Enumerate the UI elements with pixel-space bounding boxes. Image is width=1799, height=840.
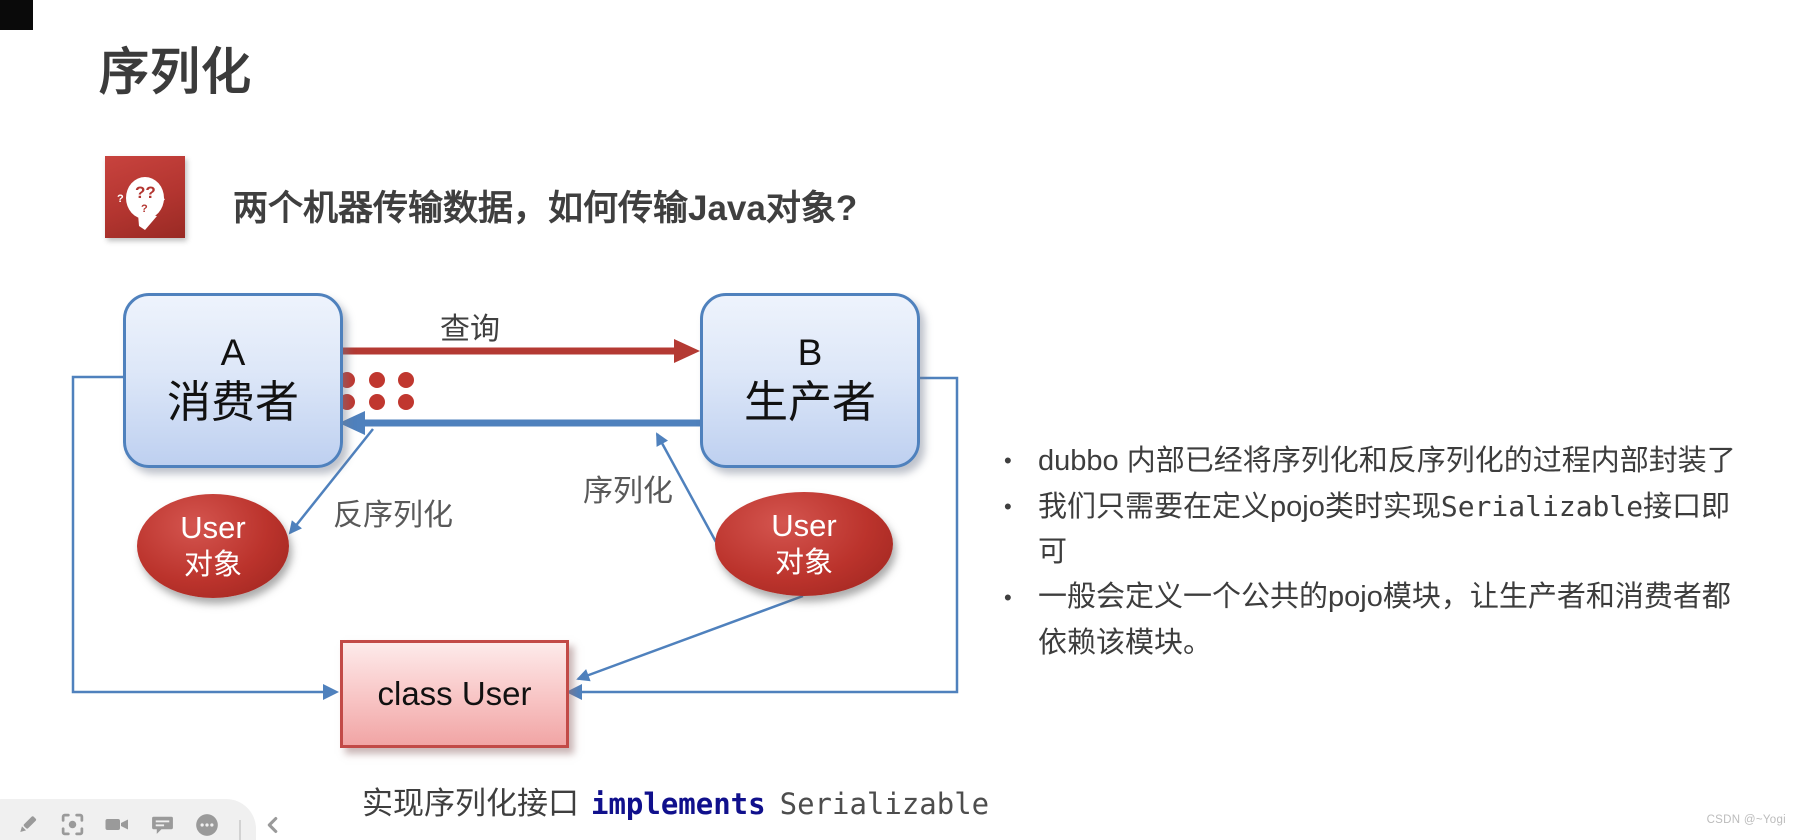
serialize-label: 序列化: [583, 475, 673, 508]
floating-toolbar: [0, 799, 278, 840]
svg-text:?: ?: [117, 193, 124, 205]
class-user-label: class User: [377, 675, 532, 712]
bullet-marker: •: [1004, 585, 1012, 610]
user-object-left-line1: User: [180, 509, 246, 545]
transfer-dots: [339, 372, 414, 410]
back-chevron-icon[interactable]: [260, 812, 286, 838]
watermark: CSDN @~Yogi: [1706, 814, 1786, 826]
arrow-query: [337, 339, 700, 363]
deserialize-label: 反序列化: [333, 499, 453, 532]
user-object-right-line2: 对象: [774, 547, 833, 580]
caption-keyword: implements: [591, 787, 766, 821]
screen-corner-artifact: [0, 0, 33, 30]
node-producer-letter: B: [797, 331, 823, 373]
caption-type: Serializable: [779, 787, 990, 821]
screenshot-icon[interactable]: [59, 812, 85, 838]
question-head-glyph: ?? ? ?: [117, 177, 165, 230]
node-producer: B 生产者: [700, 293, 920, 468]
user-object-left: User 对象: [137, 494, 289, 598]
toolbar-separator: [239, 820, 241, 840]
note-text: 一般会定义一个公共的pojo模块，让生产者和消费者都依赖该模块。: [1038, 581, 1731, 659]
note-text: 我们只需要在定义pojo类时实现Serializable接口即可: [1038, 490, 1731, 568]
node-consumer-label: 消费者: [167, 378, 299, 428]
user-object-left-line2: 对象: [183, 549, 242, 582]
caption: 实现序列化接口 implements Serializable: [362, 778, 989, 823]
connector-b-classuser: [566, 376, 959, 700]
node-consumer-letter: A: [220, 331, 246, 373]
arrow-return: [339, 411, 703, 435]
note-item: • 我们只需要在定义pojo类时实现Serializable接口即可: [986, 484, 1746, 575]
caption-prefix: 实现序列化接口: [362, 786, 579, 821]
arrow-deserialize: [288, 428, 374, 535]
note-item: • 一般会定义一个公共的pojo模块，让生产者和消费者都依赖该模块。: [986, 575, 1746, 666]
node-consumer: A 消费者: [123, 293, 343, 468]
arrow-serialize: [655, 432, 718, 543]
pencil-icon[interactable]: [14, 812, 40, 838]
class-user-box: class User: [340, 640, 569, 748]
note-item: • dubbo 内部已经将序列化和反序列化的过程内部封装了: [986, 438, 1746, 484]
bullet-marker: •: [1004, 494, 1012, 519]
svg-text:?: ?: [141, 203, 148, 215]
notes-list: • dubbo 内部已经将序列化和反序列化的过程内部封装了 • 我们只需要在定义…: [986, 438, 1746, 666]
comment-icon[interactable]: [149, 812, 175, 838]
connector-a-classuser: [71, 375, 339, 700]
query-label: 查询: [440, 313, 500, 346]
page-title: 序列化: [99, 44, 252, 100]
question-head-icon: ?? ? ?: [105, 156, 185, 238]
node-producer-label: 生产者: [744, 378, 876, 428]
svg-text:??: ??: [135, 183, 156, 202]
user-object-right: User 对象: [715, 492, 893, 596]
bullet-marker: •: [1004, 448, 1012, 473]
more-icon[interactable]: [194, 812, 220, 838]
note-text: dubbo 内部已经将序列化和反序列化的过程内部封装了: [1038, 445, 1736, 477]
question-text: 两个机器传输数据，如何传输Java对象?: [233, 189, 858, 228]
camera-icon[interactable]: [104, 812, 130, 838]
user-object-right-line1: User: [771, 507, 837, 543]
arrow-userobj-classuser: [576, 594, 804, 682]
